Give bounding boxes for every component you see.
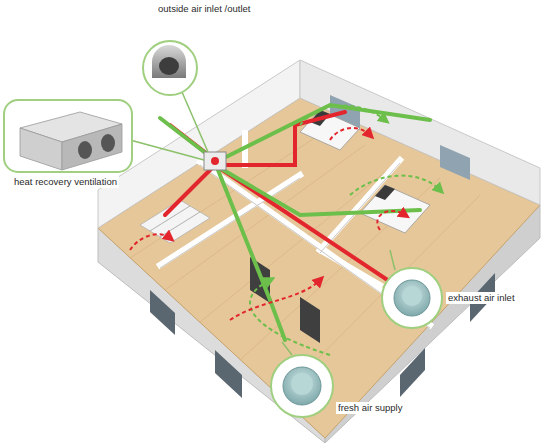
callout-label: heat recovery ventilation (12, 176, 119, 188)
callout-label: outside air inlet /outlet (156, 3, 252, 15)
callout-label: exhaust air inlet (446, 292, 517, 304)
callout-label: fresh air supply (336, 402, 404, 414)
